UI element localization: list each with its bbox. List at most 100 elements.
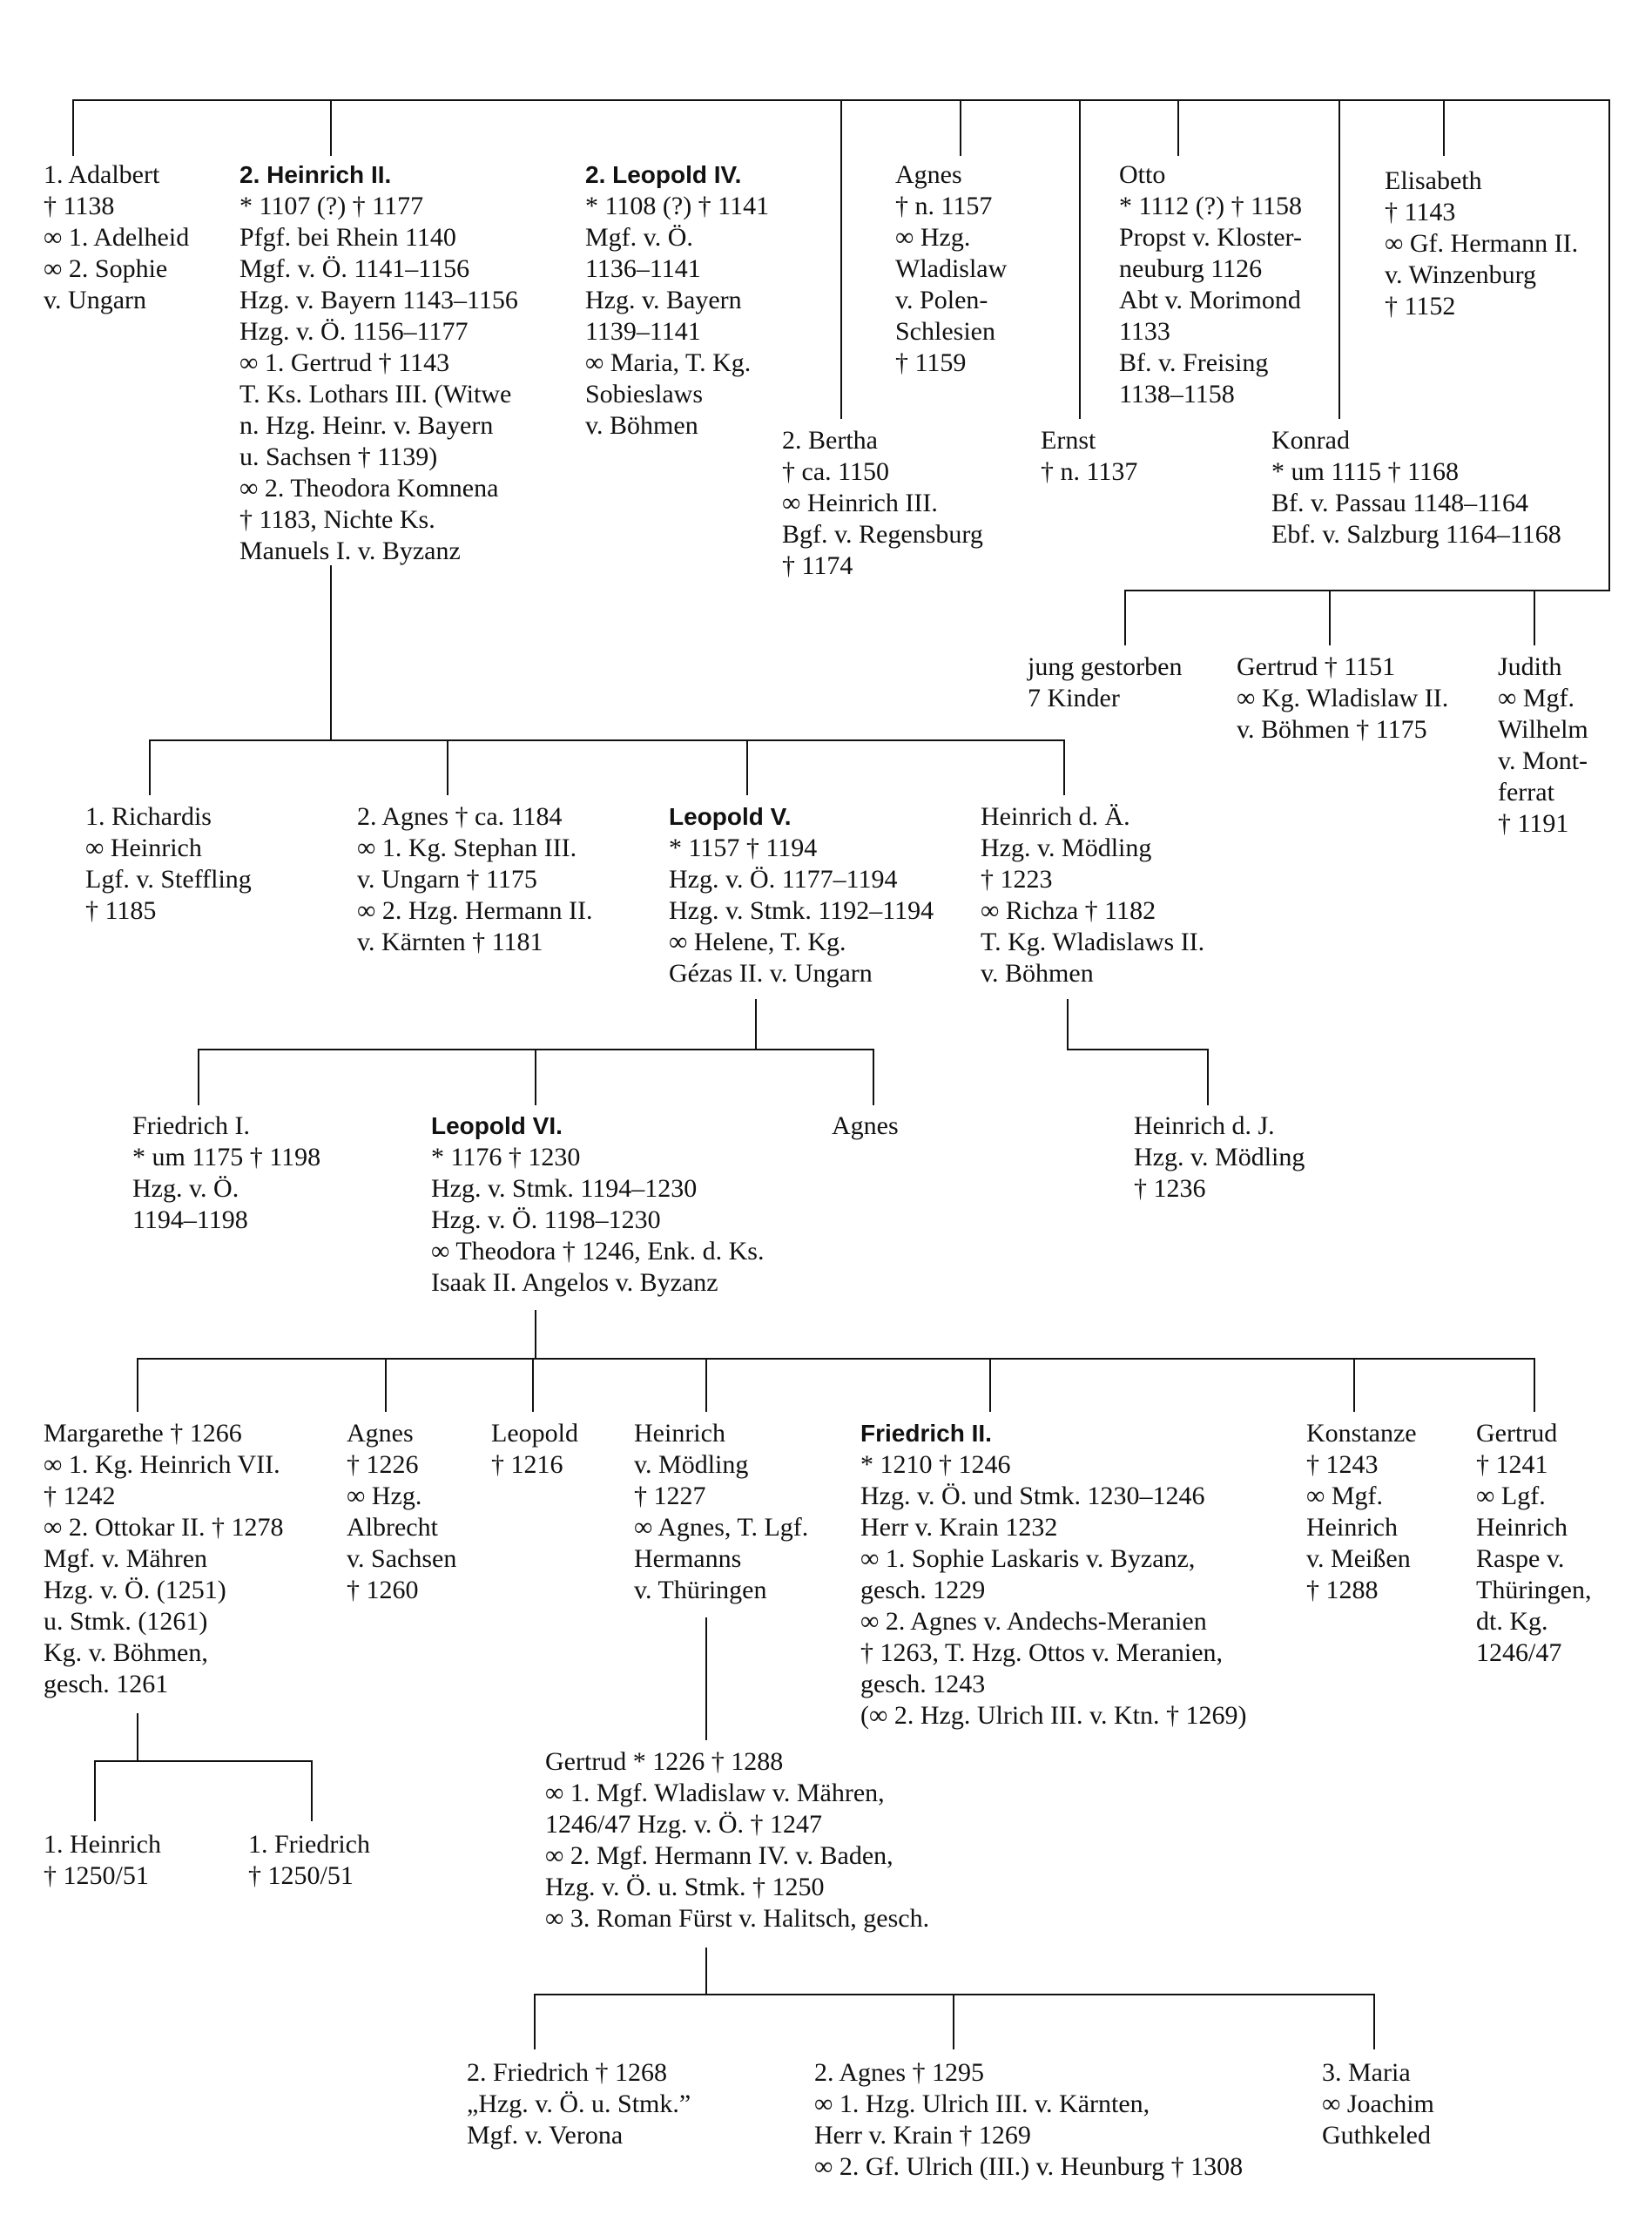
connector-line [705,1617,707,1740]
person-detail: ∞ 2. Sophie [44,254,168,283]
person-name: 2. Agnes † ca. 1184 [357,802,563,831]
person-detail: Hzg. v. Ö. u. Stmk. † 1250 [545,1873,825,1901]
person-detail: ∞ 1. Adelheid [44,223,190,252]
person-detail: n. Hzg. Heinr. v. Bayern [239,411,494,440]
connector-line [94,1760,96,1821]
connector-line [311,1760,313,1821]
connector-line [1534,1358,1535,1412]
connector-line [535,1310,536,1360]
person-detail: † 1159 [895,348,967,377]
person-detail: gesch. 1229 [860,1576,986,1604]
person-detail: Mgf. v. Mähren [44,1544,208,1573]
person-detail: Hzg. v. Stmk. 1194–1230 [431,1174,698,1203]
person-margarethe: Margarethe † 1266∞ 1. Kg. Heinrich VII.†… [44,1418,284,1700]
person-detail: 1139–1141 [585,317,701,346]
person-detail: Hzg. v. Bayern [585,286,742,314]
person-detail: Guthkeled [1322,2121,1431,2150]
person-detail: † ca. 1150 [782,457,890,486]
person-name: 2. Leopold IV. [585,161,742,188]
person-detail: v. Böhmen [981,959,1094,988]
connector-line [1608,99,1610,591]
person-detail: † 1143 [1385,198,1456,226]
person-name: Elisabeth [1385,166,1482,195]
person-agnes-1184: 2. Agnes † ca. 1184∞ 1. Kg. Stephan III.… [357,801,592,958]
person-detail: † 1260 [347,1576,419,1604]
person-detail: † 1250/51 [44,1861,149,1890]
person-detail: ∞ Hzg. [895,223,971,252]
person-detail: ∞ 1. Gertrud † 1143 [239,348,450,377]
person-detail: Sobieslaws [585,380,703,408]
person-detail: † 1191 [1498,809,1569,838]
person-leopold-1216: Leopold† 1216 [491,1418,578,1481]
connector-line [1534,590,1535,645]
connector-line [149,739,1065,741]
person-name: Judith [1498,652,1562,681]
person-gertrud-1151: Gertrud † 1151∞ Kg. Wladislaw II.v. Böhm… [1237,651,1448,746]
person-agnes-2: Agnes [832,1110,899,1142]
person-detail: † 1227 [634,1482,706,1510]
person-agnes-1295: 2. Agnes † 1295∞ 1. Hzg. Ulrich III. v. … [814,2057,1243,2183]
person-name: Konrad [1271,426,1350,455]
person-detail: Albrecht [347,1513,438,1542]
person-detail: ∞ 3. Roman Fürst v. Halitsch, gesch. [545,1904,930,1933]
person-name: Friedrich II. [860,1420,992,1447]
person-detail: v. Sachsen [347,1544,457,1573]
person-detail: Heinrich [1306,1513,1398,1542]
person-detail: * 1210 † 1246 [860,1450,1011,1479]
person-detail: ∞ Richza † 1182 [981,896,1156,925]
connector-line [960,99,961,156]
person-jung: jung gestorben 7 Kinder [1028,651,1182,714]
person-detail: 1133 [1119,317,1170,346]
person-name: Agnes [347,1419,414,1448]
person-detail: † 1226 [347,1450,419,1479]
person-detail: Mgf. v. Ö. 1141–1156 [239,254,470,283]
person-detail: v. Meißen [1306,1544,1411,1573]
person-detail: ∞ 2. Ottokar II. † 1278 [44,1513,284,1542]
person-detail: ∞ Mgf. [1498,684,1575,712]
person-detail: Hzg. v. Mödling [1134,1143,1305,1171]
person-friedrich-1250: 1. Friedrich† 1250/51 [248,1829,370,1892]
person-heinrich-dj: Heinrich d. J.Hzg. v. Mödling† 1236 [1134,1110,1305,1205]
person-detail: * 1112 (?) † 1158 [1119,192,1302,220]
connector-line [137,1358,138,1412]
person-detail: Hzg. v. Ö. [132,1174,239,1203]
person-detail: Abt v. Morimond [1119,286,1301,314]
connector-line [198,1049,199,1105]
person-detail: ∞ 2. Agnes v. Andechs-Meranien [860,1607,1207,1636]
person-detail: Hzg. v. Mödling [981,834,1152,862]
person-elisabeth: Elisabeth† 1143∞ Gf. Hermann II.v. Winze… [1385,165,1578,322]
person-name: Agnes [832,1111,899,1140]
connector-line [330,565,332,741]
person-detail: † 1288 [1306,1576,1379,1604]
person-detail: * 1108 (?) † 1141 [585,192,770,220]
person-detail: Isaak II. Angelos v. Byzanz [431,1268,718,1297]
person-detail: ∞ Mgf. [1306,1482,1384,1510]
connector-line [989,1358,991,1412]
person-detail: v. Winzenburg [1385,260,1537,289]
person-detail: T. Ks. Lothars III. (Witwe [239,380,512,408]
connector-line [1177,99,1179,156]
person-detail: 7 Kinder [1028,684,1120,712]
connector-line [1353,1358,1355,1412]
connector-line [746,739,748,795]
connector-line [137,1358,1535,1360]
person-detail: * 1176 † 1230 [431,1143,581,1171]
person-name: jung gestorben [1028,652,1183,681]
person-detail: v. Ungarn [44,286,147,314]
connector-line [137,1713,138,1762]
person-detail: Hzg. v. Stmk. 1192–1194 [669,896,934,925]
person-name: Otto [1119,160,1166,189]
connector-line [149,739,151,795]
person-heinrich-1250: 1. Heinrich† 1250/51 [44,1829,161,1892]
person-detail: neuburg 1126 [1119,254,1263,283]
connector-line [755,999,757,1050]
person-name: Konstanze [1306,1419,1417,1448]
connector-line [534,1994,1375,1995]
